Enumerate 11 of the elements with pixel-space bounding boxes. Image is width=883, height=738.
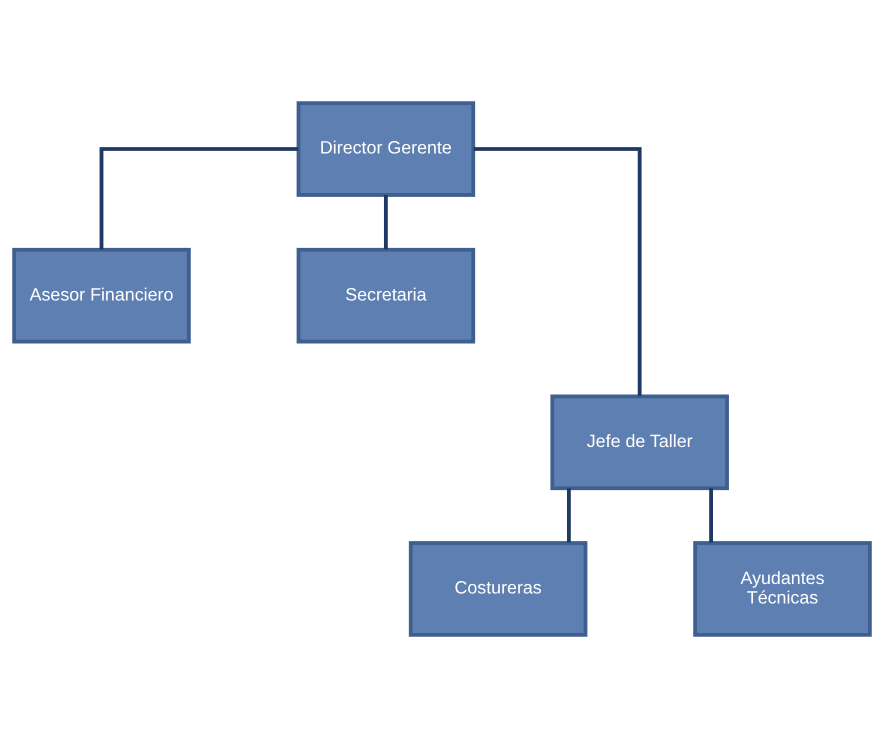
node-box: Ayudantes Técnicas xyxy=(692,541,872,637)
connector xyxy=(99,147,298,250)
node-box: Asesor Financiero xyxy=(12,248,190,344)
connector xyxy=(708,488,712,543)
connector xyxy=(473,147,642,396)
node-box: Jefe de Taller xyxy=(550,394,728,490)
connector xyxy=(566,488,570,543)
node-box: Costureras xyxy=(408,541,587,637)
node-box: Director Gerente xyxy=(296,101,475,197)
node-box: Secretaria xyxy=(296,248,475,344)
connector xyxy=(383,195,388,250)
